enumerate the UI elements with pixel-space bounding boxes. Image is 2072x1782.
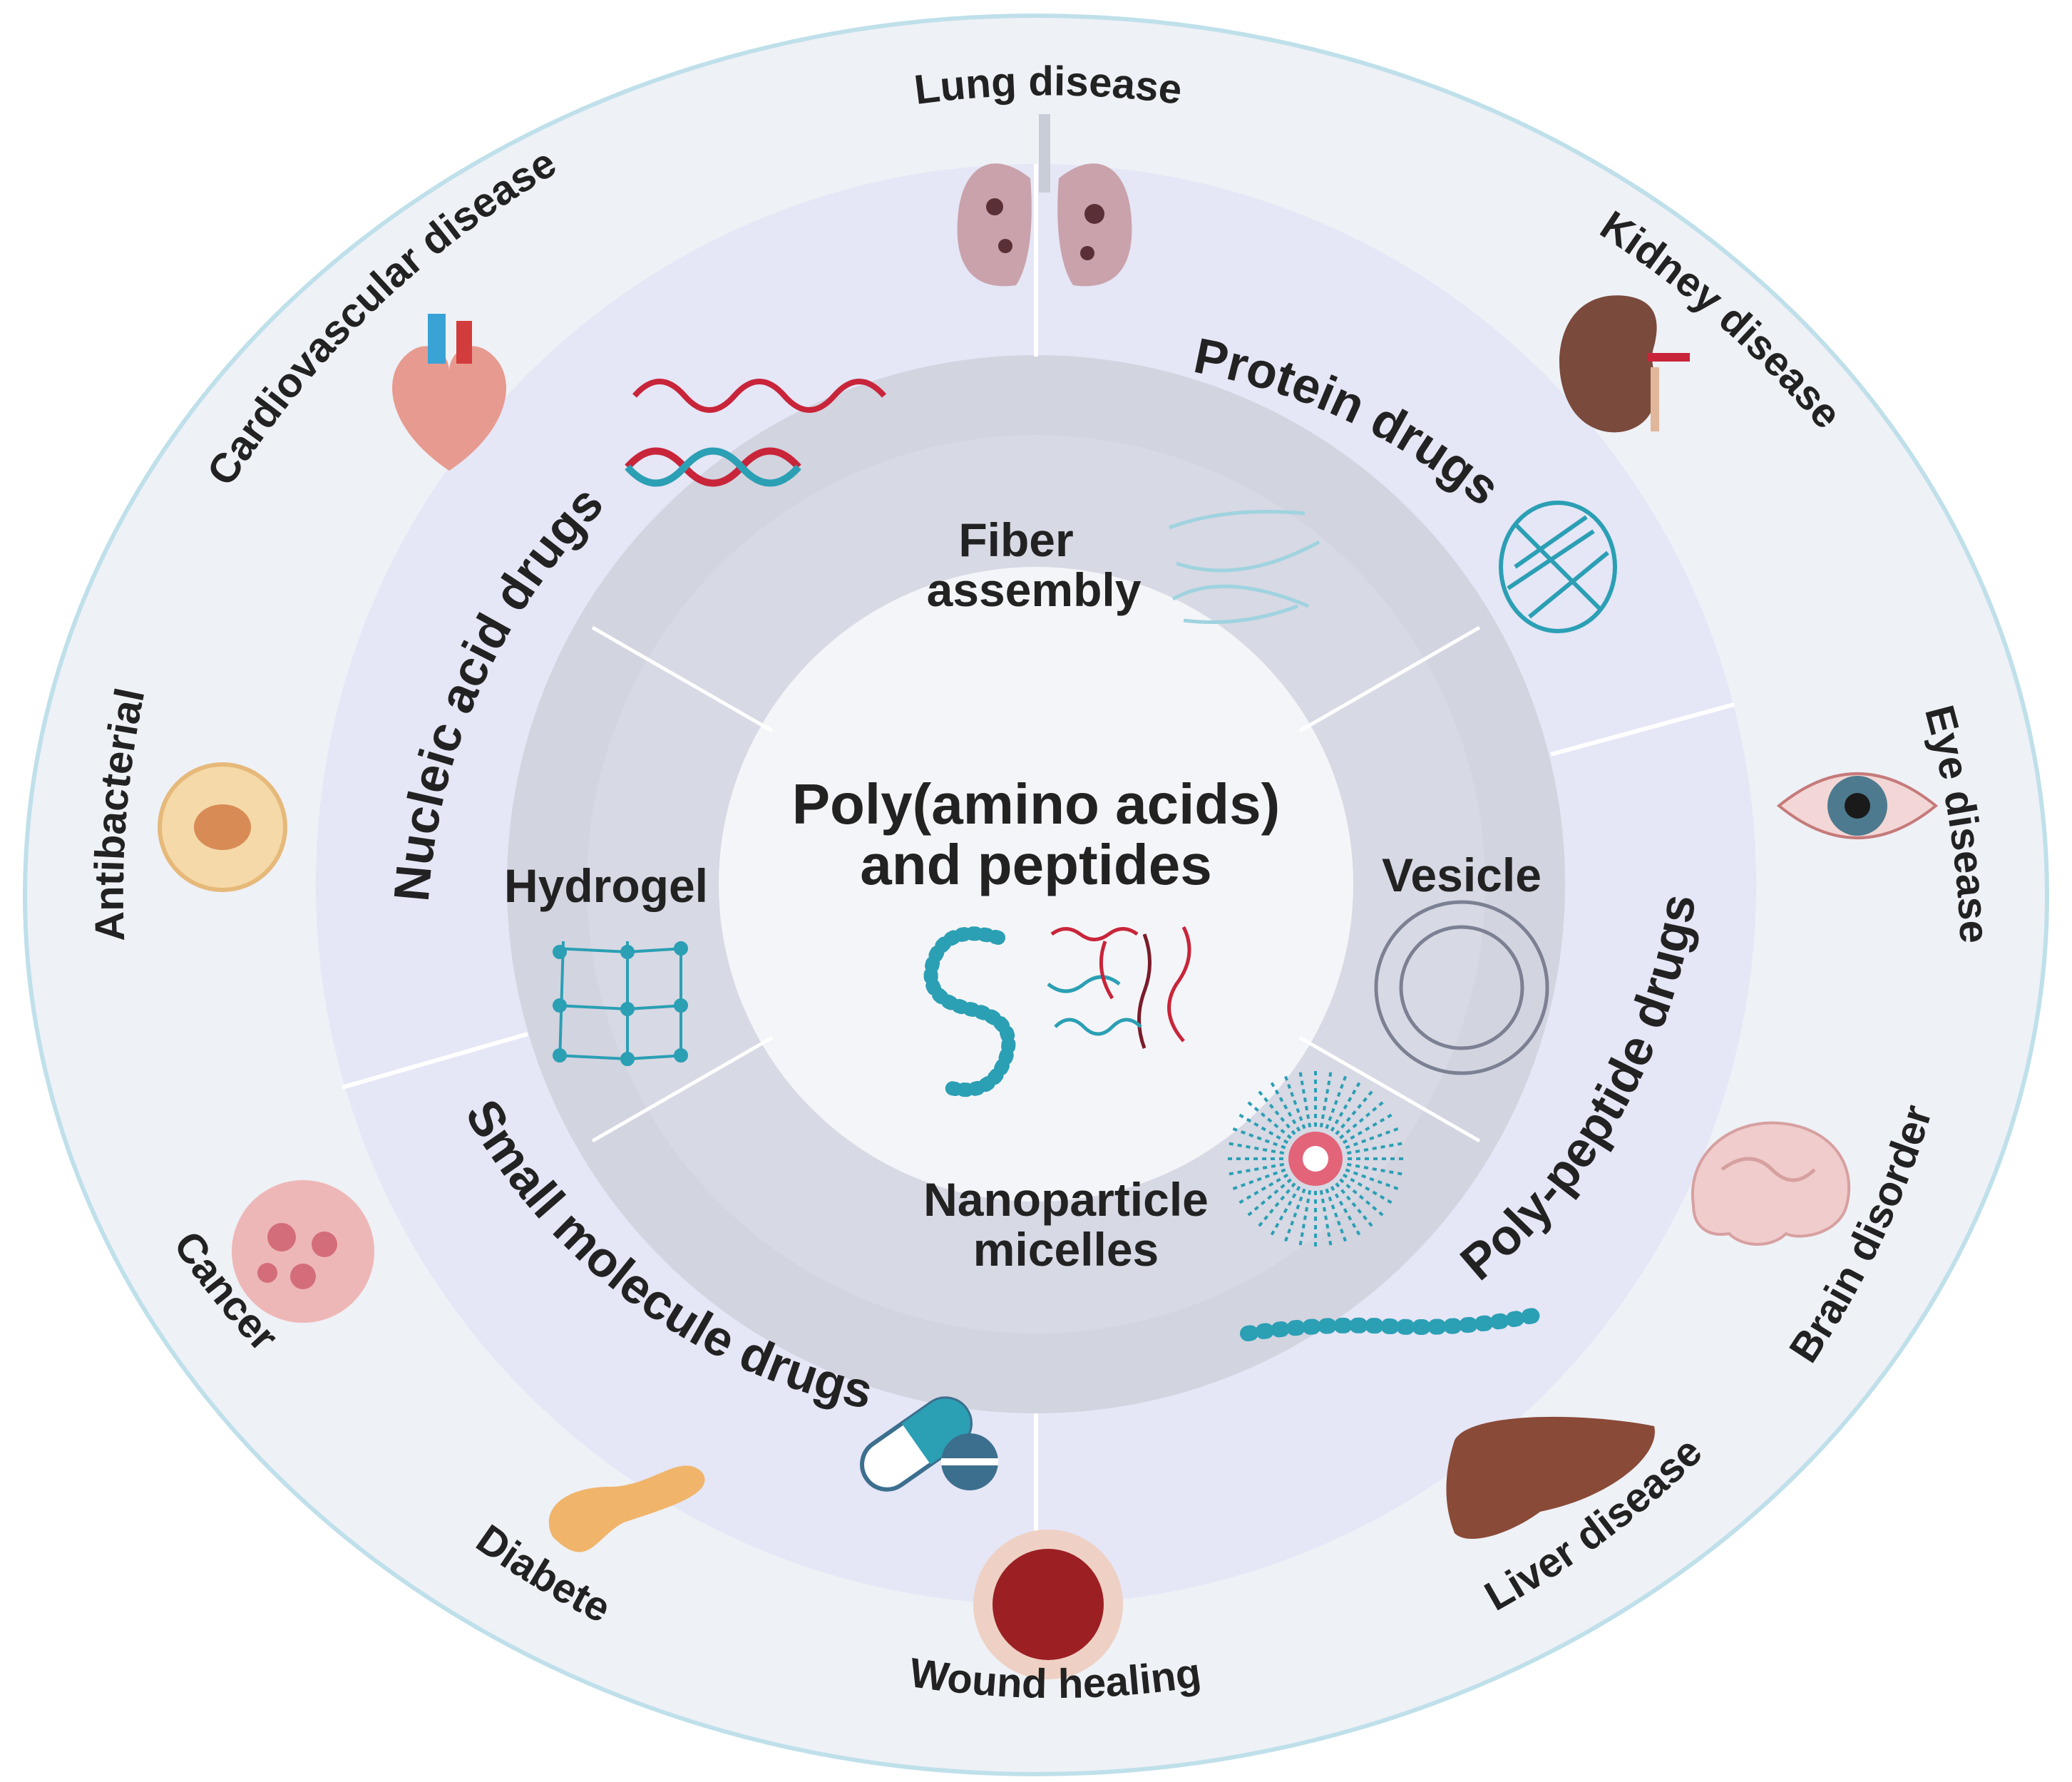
eye-icon xyxy=(1776,772,1939,839)
pancreas-icon xyxy=(548,1465,705,1552)
lung-disease-label: Lung disease xyxy=(912,58,1185,113)
protein-structure-icon xyxy=(1499,501,1617,633)
micelle-icon xyxy=(1226,1070,1405,1248)
lungs-icon xyxy=(957,114,1132,287)
hydrogel-label: Hydrogel xyxy=(504,859,708,912)
tablet-icon xyxy=(941,1433,998,1490)
center-title-line-2: and peptides xyxy=(860,833,1211,896)
bacteria-icon xyxy=(158,762,287,892)
liver-icon xyxy=(1446,1416,1655,1540)
vesicle-label: Vesicle xyxy=(1382,849,1542,901)
nanoparticle-label-2: micelles xyxy=(973,1223,1159,1276)
dna-icon xyxy=(625,379,887,487)
peptide-chain-icon xyxy=(1240,1308,1541,1341)
center-disc xyxy=(719,567,1353,1202)
nanoparticle-label-1: Nanoparticle xyxy=(923,1173,1209,1226)
hydrogel-network-icon xyxy=(553,941,688,1066)
wound-icon xyxy=(973,1530,1123,1679)
fiber-assembly-label-1: Fiber xyxy=(958,513,1073,566)
vesicle-icon xyxy=(1374,900,1549,1075)
cancer-cell-icon xyxy=(232,1180,374,1323)
peptide-coil-icon xyxy=(923,926,1016,1097)
kidney-icon xyxy=(1559,295,1690,433)
brain-icon xyxy=(1691,1121,1851,1246)
fiber-assembly-label-2: assembly xyxy=(927,563,1142,616)
heart-icon xyxy=(392,314,506,471)
center-title-line-1: Poly(amino acids) xyxy=(792,772,1281,836)
peptide-strands-icon xyxy=(1047,926,1191,1049)
form-ring-dividers xyxy=(591,625,1481,1143)
fiber-icon xyxy=(1169,510,1320,624)
